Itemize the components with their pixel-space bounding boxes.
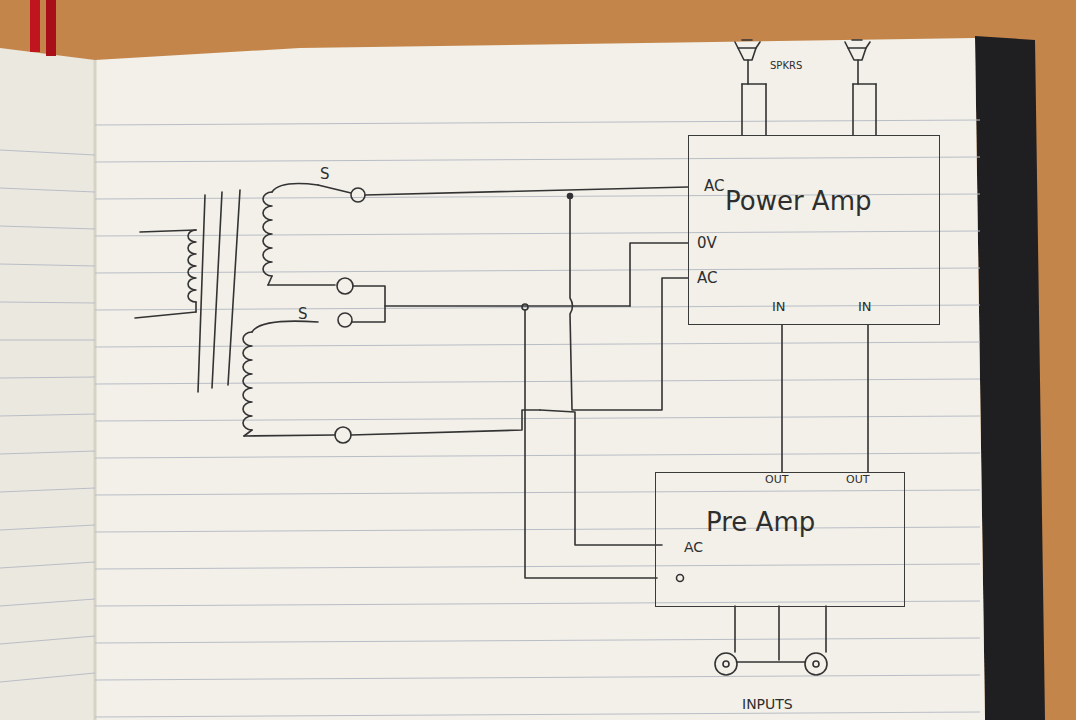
speaker-label: SPKRS <box>770 60 802 71</box>
power-amp-box: Power Amp <box>688 135 940 325</box>
box-title: Power Amp <box>725 186 872 216</box>
pin-label: OUT <box>846 474 869 486</box>
pin-label: AC <box>704 178 724 195</box>
pin-label: IN <box>772 300 786 314</box>
inputs-label: INPUTS <box>742 697 793 712</box>
signal-wire <box>867 325 869 472</box>
pin-label: AC <box>697 270 717 287</box>
box-title: Pre Amp <box>706 507 815 537</box>
winding-mark: S <box>320 166 330 183</box>
pin-label: AC <box>684 540 703 555</box>
pin-label: 0V <box>697 235 717 252</box>
pin-label: OUT <box>765 474 788 486</box>
pin-label: IN <box>858 300 872 314</box>
signal-wire <box>781 325 783 472</box>
winding-mark: S <box>298 306 308 323</box>
